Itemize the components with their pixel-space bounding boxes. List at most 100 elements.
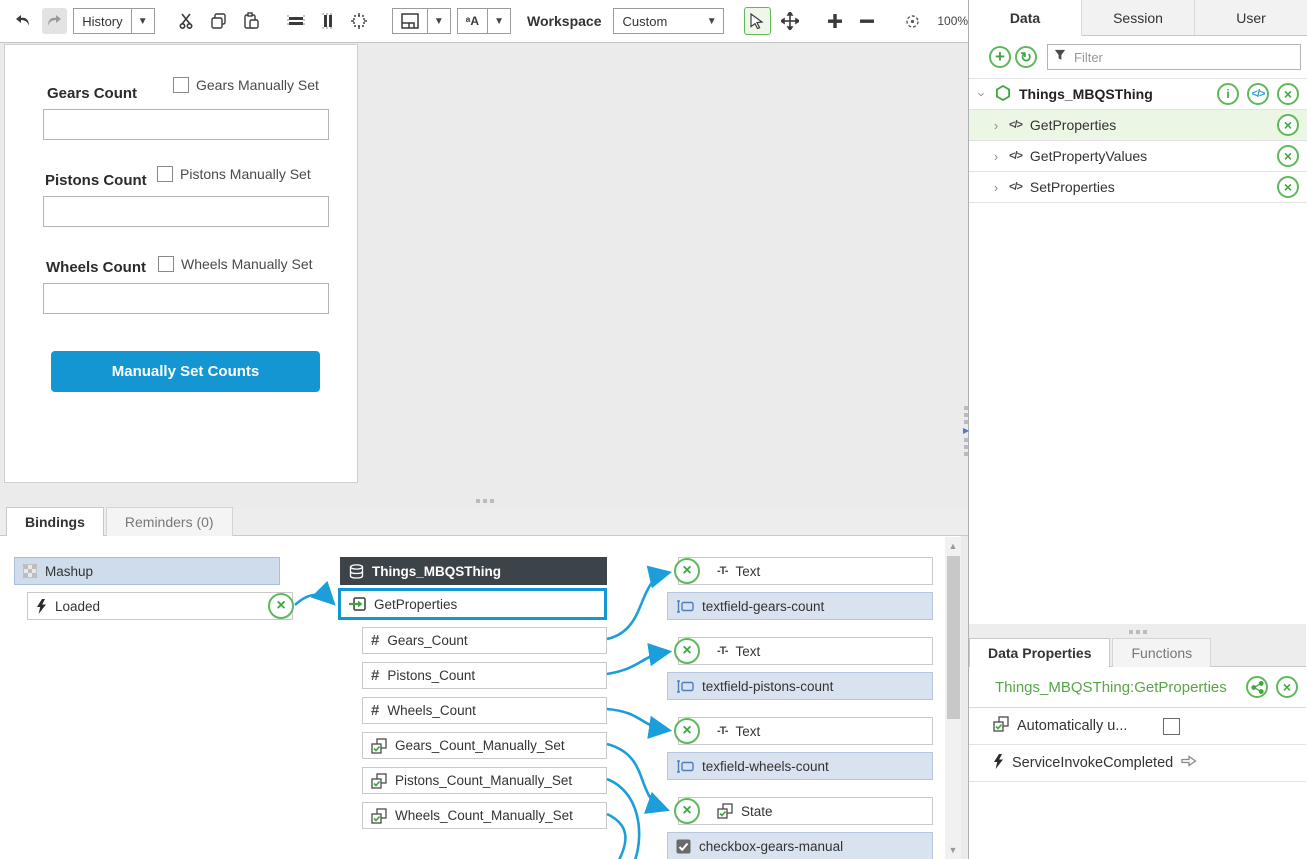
tab-data[interactable]: Data: [969, 0, 1082, 36]
target-prop-label: State: [741, 803, 773, 819]
workspace-select[interactable]: Custom ▼: [613, 8, 724, 34]
remove-service-icon[interactable]: ×: [1277, 145, 1299, 167]
chevron-right-icon[interactable]: ›: [993, 117, 999, 133]
bindings-diagram: Mashup Loaded × Things_MBQSThing: [0, 536, 961, 859]
remove-binding-state-gears-icon[interactable]: ×: [674, 798, 700, 824]
tab-bindings[interactable]: Bindings: [6, 507, 104, 536]
filter-input[interactable]: [1072, 48, 1294, 66]
pan-tool-icon[interactable]: [777, 8, 803, 34]
size-horizontal-icon[interactable]: [283, 8, 309, 34]
mashup-node[interactable]: Mashup: [14, 557, 280, 585]
container-layout-icon: [393, 9, 427, 33]
tree-service-setproperties[interactable]: › </> SetProperties ×: [969, 172, 1307, 203]
pistons-manual-checkbox[interactable]: [157, 166, 173, 182]
target-widget-checkbox-gears[interactable]: checkbox-gears-manual: [667, 832, 933, 859]
target-widget-wheels[interactable]: texfield-wheels-count: [667, 752, 933, 780]
tree-root-thing[interactable]: › Things_MBQSThing i </> ×: [969, 79, 1307, 110]
undo-icon[interactable]: [10, 8, 36, 34]
tree-root-label: Things_MBQSThing: [1019, 86, 1153, 102]
gears-manually-set-checkbox-row[interactable]: Gears Manually Set: [173, 77, 319, 93]
target-widget-label: textfield-gears-count: [702, 598, 825, 614]
target-widget-pistons[interactable]: textfield-pistons-count: [667, 672, 933, 700]
zoom-in-icon[interactable]: [823, 8, 849, 34]
property-row-gears-manual[interactable]: Gears_Count_Manually_Set: [362, 732, 607, 759]
thing-node-header[interactable]: Things_MBQSThing: [340, 557, 607, 585]
localization-dropdown[interactable]: ᵃA ▼: [456, 8, 512, 34]
event-bind-arrow-icon[interactable]: [1181, 755, 1197, 771]
target-prop-text-pistons[interactable]: -T- Text: [678, 637, 933, 665]
size-vertical-icon[interactable]: [315, 8, 341, 34]
select-tool-icon[interactable]: [743, 7, 772, 35]
chevron-right-icon[interactable]: ›: [993, 179, 999, 195]
remove-binding-text-wheels-icon[interactable]: ×: [674, 718, 700, 744]
auto-update-checkbox[interactable]: [1163, 717, 1181, 735]
scroll-down-icon[interactable]: ▼: [948, 845, 958, 855]
target-prop-text-wheels[interactable]: -T- Text: [678, 717, 933, 745]
size-fit-icon[interactable]: [346, 8, 372, 34]
wheels-manually-set-checkbox-row[interactable]: Wheels Manually Set: [158, 256, 313, 272]
bind-share-icon[interactable]: [1246, 676, 1268, 698]
tree-service-getpropertyvalues[interactable]: › </> GetPropertyValues ×: [969, 141, 1307, 172]
info-icon[interactable]: i: [1217, 83, 1239, 105]
service-code-icon: </>: [1009, 181, 1023, 193]
tree-service-getproperties[interactable]: › </> GetProperties ×: [969, 110, 1307, 141]
tab-user[interactable]: User: [1195, 0, 1307, 35]
wheels-count-input[interactable]: [43, 283, 329, 314]
gears-count-input[interactable]: [43, 109, 329, 140]
wheels-manual-checkbox[interactable]: [158, 256, 174, 272]
scrollbar-thumb[interactable]: [946, 556, 960, 719]
remove-service-icon[interactable]: ×: [1277, 176, 1299, 198]
property-label: Pistons_Count: [387, 668, 476, 683]
remove-binding-text-pistons-icon[interactable]: ×: [674, 638, 700, 664]
add-data-icon[interactable]: +: [989, 46, 1011, 68]
refresh-icon[interactable]: ↻: [1015, 46, 1037, 68]
cut-icon[interactable]: [175, 8, 201, 34]
property-row-gears-count[interactable]: # Gears_Count: [362, 627, 607, 654]
property-row-wheels-manual[interactable]: Wheels_Count_Manually_Set: [362, 802, 607, 829]
target-prop-text-gears[interactable]: -T- Text: [678, 557, 933, 585]
remove-thing-icon[interactable]: ×: [1277, 83, 1299, 105]
property-row-pistons-manual[interactable]: Pistons_Count_Manually_Set: [362, 767, 607, 794]
tab-functions[interactable]: Functions: [1112, 638, 1212, 667]
mashup-canvas[interactable]: Gears Count Gears Manually Set Pistons C…: [4, 44, 358, 483]
fit-to-screen-icon[interactable]: [900, 8, 926, 34]
gears-manual-checkbox[interactable]: [173, 77, 189, 93]
property-row-wheels-count[interactable]: # Wheels_Count: [362, 697, 607, 724]
history-dropdown[interactable]: History ▼: [73, 8, 155, 34]
target-prop-label: Text: [735, 563, 761, 579]
remove-binding-loaded-icon[interactable]: ×: [268, 593, 294, 619]
copy-icon[interactable]: [206, 8, 232, 34]
tab-data-properties[interactable]: Data Properties: [969, 638, 1111, 667]
target-widget-gears[interactable]: textfield-gears-count: [667, 592, 933, 620]
pistons-manually-set-checkbox-row[interactable]: Pistons Manually Set: [157, 166, 311, 182]
pistons-count-input[interactable]: [43, 196, 329, 227]
tab-reminders[interactable]: Reminders (0): [105, 507, 233, 536]
service-invoke-completed-row[interactable]: ServiceInvokeCompleted: [969, 745, 1306, 782]
workspace-label: Workspace: [527, 13, 602, 29]
chevron-right-icon[interactable]: ›: [993, 148, 999, 164]
chevron-down-icon[interactable]: ›: [974, 91, 990, 97]
remove-binding-text-gears-icon[interactable]: ×: [674, 558, 700, 584]
panel-resize-handle[interactable]: [476, 499, 494, 503]
remove-selected-service-icon[interactable]: ×: [1276, 676, 1298, 698]
right-panel-collapse-handle[interactable]: ▶: [963, 406, 969, 456]
target-widget-label: texfield-wheels-count: [702, 758, 829, 774]
zoom-out-icon[interactable]: [854, 8, 880, 34]
container-layout-dropdown[interactable]: ▼: [391, 8, 451, 34]
loaded-event-node[interactable]: Loaded: [27, 592, 293, 620]
property-row-pistons-count[interactable]: # Pistons_Count: [362, 662, 607, 689]
redo-icon[interactable]: [41, 8, 68, 34]
tab-session[interactable]: Session: [1082, 0, 1195, 35]
properties-panel-resize-handle[interactable]: [969, 624, 1306, 639]
bindings-scrollbar[interactable]: ▲ ▼: [945, 537, 961, 859]
getproperties-service-node[interactable]: GetProperties: [338, 588, 607, 620]
paste-icon[interactable]: [238, 8, 264, 34]
target-prop-state-gears[interactable]: State: [678, 797, 933, 825]
getproperties-service-label: GetProperties: [374, 596, 458, 612]
code-icon[interactable]: </>: [1247, 83, 1269, 105]
manually-set-counts-button[interactable]: Manually Set Counts: [51, 351, 320, 392]
remove-service-icon[interactable]: ×: [1277, 114, 1299, 136]
boolean-icon: [371, 737, 387, 754]
scroll-up-icon[interactable]: ▲: [948, 541, 958, 551]
